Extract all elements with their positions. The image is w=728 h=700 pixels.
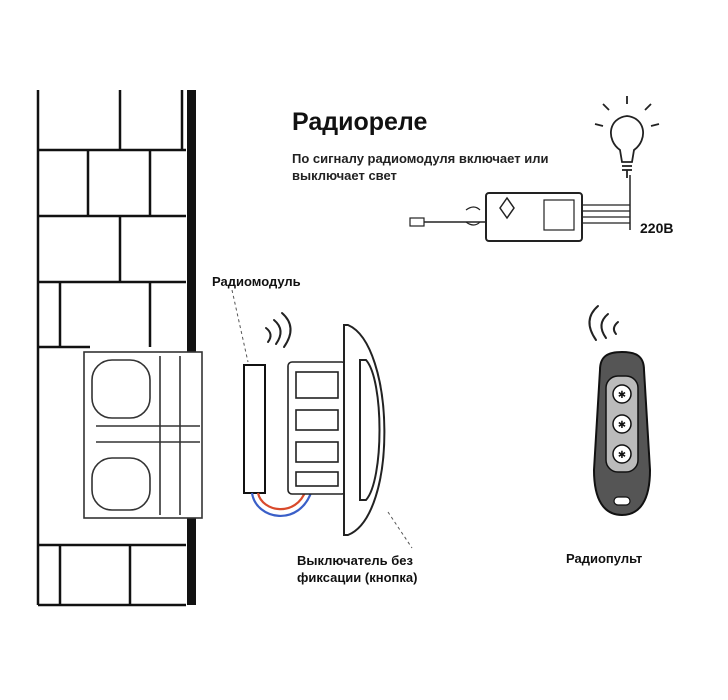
- svg-text:✱: ✱: [618, 450, 626, 461]
- relay-description: По сигналу радиомодуля включает или выкл…: [292, 151, 549, 183]
- light-bulb-icon: [594, 96, 660, 178]
- radio-module: [243, 364, 266, 494]
- remote-radio-waves-icon: [588, 305, 619, 341]
- switch-label: Выключатель без фиксации (кнопка): [297, 553, 418, 585]
- remote-control: ✱ ✱ ✱: [592, 350, 652, 517]
- relay-title: Радиореле: [292, 108, 428, 136]
- wire-red: [256, 489, 308, 511]
- wire-blue: [250, 489, 314, 517]
- relay-device: [409, 175, 631, 242]
- svg-text:✱: ✱: [618, 390, 626, 401]
- module-leader-line: [231, 289, 249, 363]
- radio-waves-icon: [265, 312, 292, 348]
- switch-mechanism: [287, 361, 347, 495]
- switch-leader-line: [387, 511, 413, 549]
- switch-key: [359, 359, 381, 501]
- svg-text:✱: ✱: [618, 420, 626, 431]
- mounting-box: [83, 351, 203, 519]
- voltage-label: 220В: [640, 220, 674, 236]
- brick-wall-icon: [36, 90, 186, 607]
- radio-module-label: Радиомодуль: [212, 274, 301, 289]
- wall-face: [187, 90, 196, 605]
- remote-label: Радиопульт: [566, 551, 643, 566]
